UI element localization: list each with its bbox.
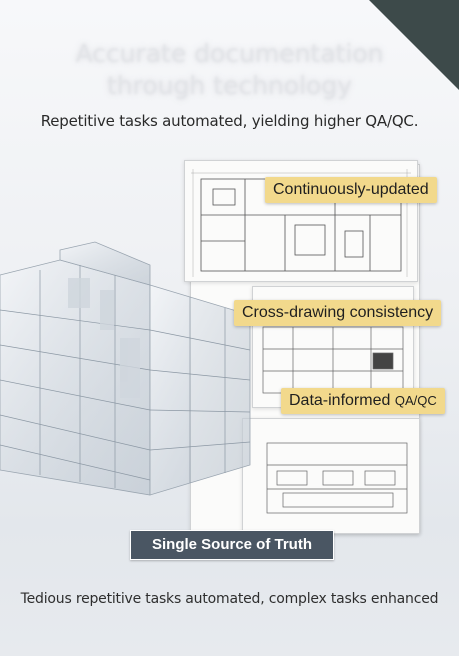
single-source-of-truth-badge: Single Source of Truth <box>130 530 334 560</box>
corner-ribbon <box>369 0 459 90</box>
drawing-sheets <box>182 160 422 534</box>
callout-data-informed-qaqc: Data-informed QA/QC <box>281 388 445 414</box>
building-model-illustration <box>0 241 251 496</box>
elevation-drawing <box>266 442 408 514</box>
title-line-2: through technology <box>107 71 352 100</box>
title-line-1: Accurate documentation <box>75 39 384 68</box>
elevation-sheet <box>242 418 420 534</box>
subtitle: Repetitive tasks automated, yielding hig… <box>40 112 419 130</box>
callout-cross-drawing-consistency: Cross-drawing consistency <box>234 300 442 326</box>
page-title: Accurate documentation through technolog… <box>0 38 459 102</box>
callout-data-informed-label: Data-informed <box>289 392 391 409</box>
callout-continuously-updated: Continuously-updated <box>265 177 437 203</box>
callout-qaqc-label: QA/QC <box>394 393 437 408</box>
footer-caption: Tedious repetitive tasks automated, comp… <box>20 591 439 607</box>
